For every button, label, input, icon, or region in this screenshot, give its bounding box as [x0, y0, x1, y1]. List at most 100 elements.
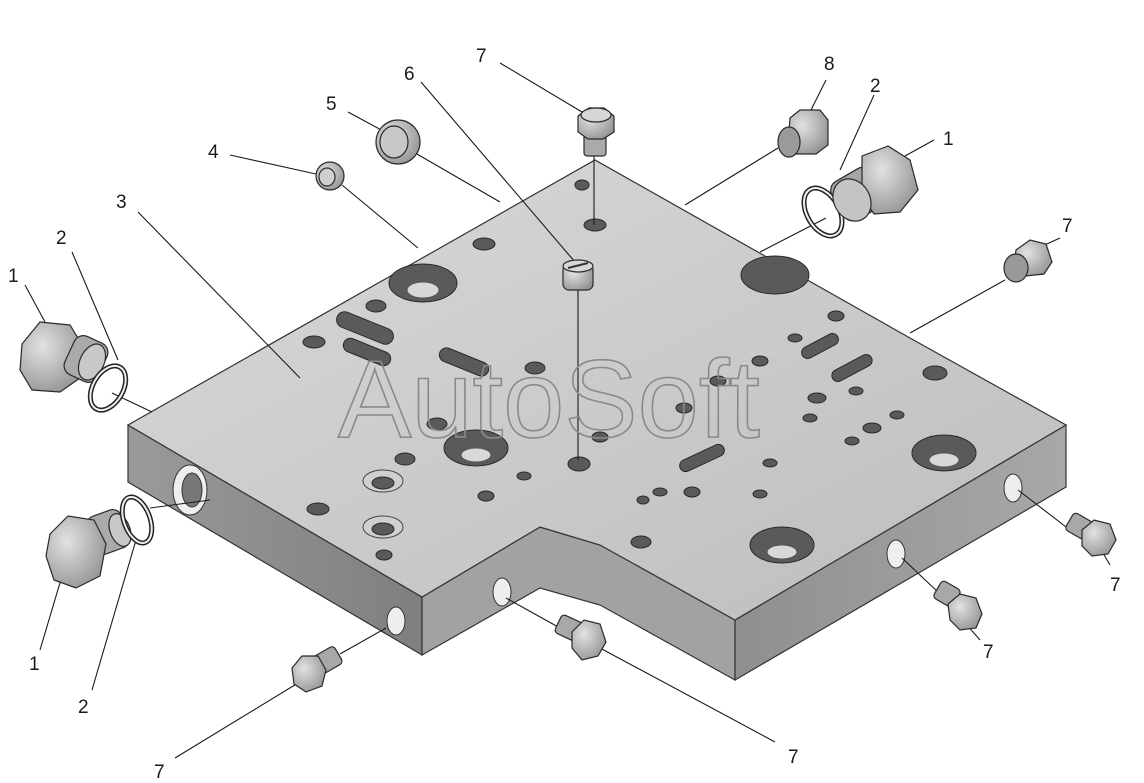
fitting-8	[777, 109, 829, 158]
leader-lines	[24, 62, 1111, 759]
plug-7-right	[1003, 239, 1053, 283]
small-hole	[675, 402, 693, 414]
leader-line	[759, 217, 827, 253]
side-port	[1003, 473, 1023, 503]
small-hole	[583, 218, 607, 232]
side-port-inner	[181, 472, 203, 508]
large-bore-inner	[406, 281, 440, 299]
leader-line	[499, 62, 588, 116]
leader-line	[341, 184, 419, 249]
countersunk-hole-inner	[371, 522, 395, 536]
small-hole	[591, 431, 609, 443]
leader-line	[409, 149, 501, 203]
small-hole	[574, 179, 590, 191]
side-ports	[172, 464, 1023, 636]
callout-labels: 7 8 2 1 6 5 4 3 2 1 7 7 7 7 7 2 1	[8, 46, 1121, 783]
small-hole	[844, 436, 860, 446]
callout-label: 1	[29, 654, 40, 675]
plug-1-top-right	[830, 145, 919, 222]
small-hole	[827, 310, 845, 322]
leader-line	[505, 597, 561, 629]
small-hole	[477, 490, 495, 502]
leader-line	[420, 81, 576, 263]
leader-line	[599, 647, 776, 743]
screw-6	[562, 259, 594, 291]
small-hole	[762, 458, 778, 468]
slot	[679, 443, 725, 473]
small-hole	[426, 417, 448, 431]
side-port	[492, 577, 512, 607]
callout-label: 6	[404, 64, 415, 85]
large-bore	[740, 255, 810, 295]
slot	[336, 311, 394, 345]
slot	[342, 337, 392, 367]
watermark-text: AutoSoft	[338, 338, 760, 461]
leader-line	[839, 94, 875, 171]
o-ring-2-left-inner	[89, 364, 127, 412]
leader-line	[24, 284, 46, 323]
leader-line	[137, 211, 301, 379]
leader-line	[809, 79, 827, 113]
leader-line	[347, 111, 386, 133]
small-hole	[889, 410, 905, 420]
callout-label: 3	[116, 192, 127, 213]
leader-line	[174, 679, 304, 759]
large-bore-inner	[928, 452, 960, 468]
plug-5	[375, 119, 421, 165]
callout-label: 7	[1062, 216, 1073, 237]
large-bore-inner	[766, 544, 798, 560]
small-hole	[394, 452, 416, 466]
small-hole	[752, 489, 768, 499]
callout-label: 5	[326, 94, 337, 115]
small-hole	[807, 392, 827, 404]
leader-line	[91, 539, 137, 691]
callout-label: 2	[56, 228, 67, 249]
small-hole	[862, 422, 882, 434]
plug-1-left	[19, 321, 109, 393]
large-bore-inner	[460, 447, 492, 463]
callout-label: 7	[154, 762, 165, 783]
leader-line	[909, 279, 1006, 334]
plate-top-face	[126, 159, 1068, 621]
small-hole	[516, 471, 532, 481]
small-hole	[848, 386, 864, 396]
leader-line	[229, 154, 317, 175]
callout-label: 1	[943, 129, 954, 150]
leader-line	[1017, 489, 1071, 531]
small-hole	[472, 237, 496, 251]
small-hole	[302, 335, 326, 349]
callout-label: 7	[476, 46, 487, 67]
callout-label: 7	[788, 747, 799, 768]
callout-label: 8	[824, 54, 835, 75]
plate-holes	[302, 179, 977, 564]
plug-4	[315, 161, 345, 191]
plug-7-bottom-left	[291, 646, 343, 693]
leader-line	[39, 575, 63, 651]
small-hole	[751, 355, 769, 367]
callout-label: 1	[8, 266, 19, 287]
plug-7-bottom-middle	[554, 614, 607, 661]
side-port	[886, 539, 906, 569]
leader-line	[71, 251, 119, 361]
callout-label: 2	[870, 76, 881, 97]
small-hole	[567, 456, 591, 472]
small-hole	[636, 495, 650, 505]
slot	[801, 332, 839, 360]
small-hole	[922, 365, 948, 381]
leader-line	[339, 627, 387, 655]
small-hole	[652, 487, 668, 497]
small-hole	[365, 299, 387, 313]
o-ring-2-bottom-left-inner	[121, 496, 153, 544]
small-hole	[630, 535, 652, 549]
callout-label: 2	[78, 697, 89, 718]
countersunk-hole-inner	[371, 476, 395, 490]
callout-label: 4	[208, 142, 219, 163]
callout-label: 7	[983, 642, 994, 663]
plug-7-bottom-right-a	[933, 580, 983, 631]
small-hole	[683, 486, 701, 498]
small-hole	[802, 413, 818, 423]
slot	[438, 347, 490, 377]
leader-line	[904, 139, 935, 157]
leader-line	[684, 147, 779, 206]
